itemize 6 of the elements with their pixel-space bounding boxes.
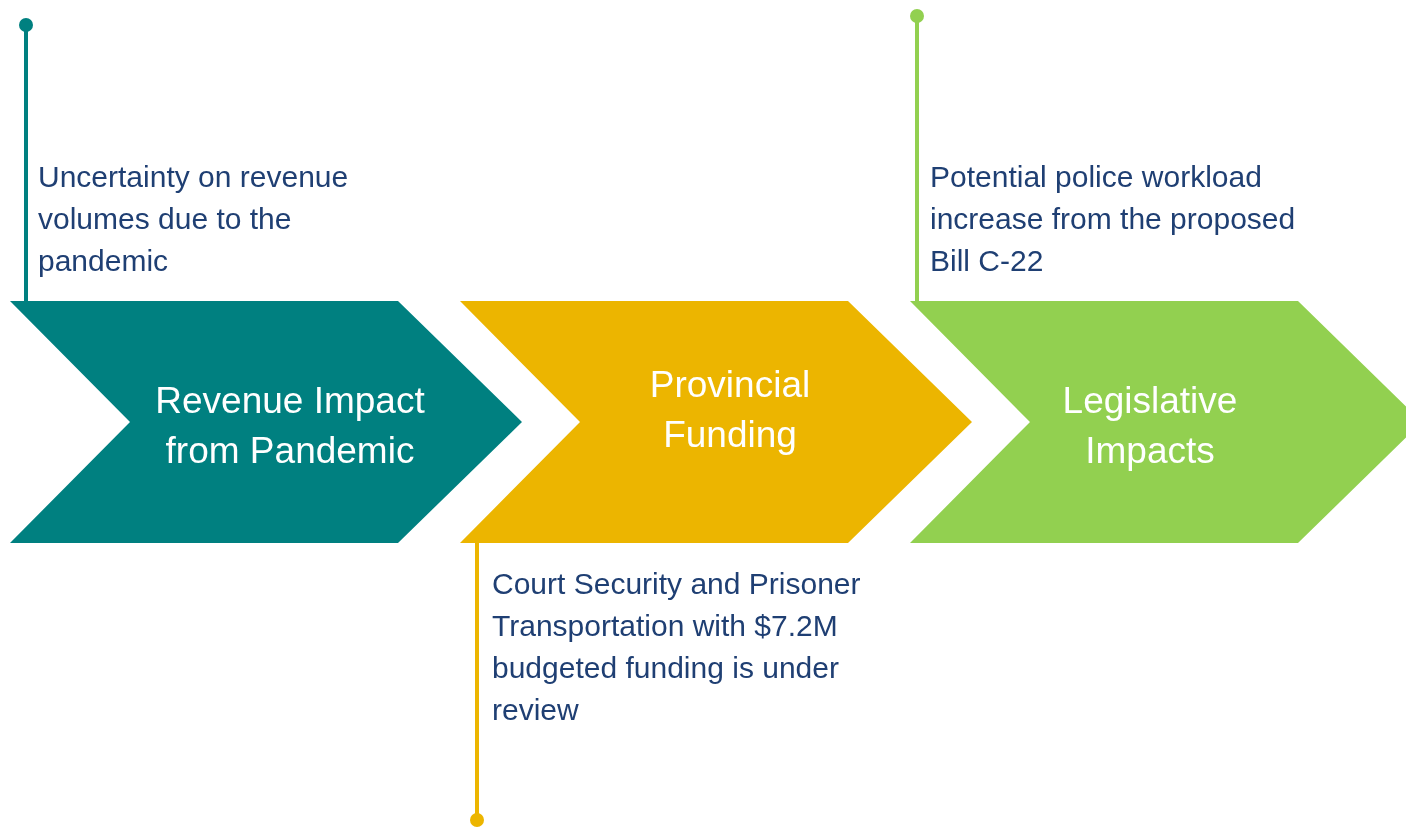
note-text: Court Security and Prisoner Transportation with $7.2M budgeted funding is under review bbox=[492, 566, 862, 728]
step-title: Provincial Funding bbox=[648, 363, 812, 457]
step-title: Revenue Impact from Pandemic bbox=[154, 379, 426, 473]
note-text: Potential police workload increase from the proposed Bill C-22 bbox=[930, 159, 1297, 279]
step-title: Legislative Impacts bbox=[1061, 379, 1239, 473]
note-text: Uncertainty on revenue volumes due to the pandemic bbox=[38, 159, 350, 279]
